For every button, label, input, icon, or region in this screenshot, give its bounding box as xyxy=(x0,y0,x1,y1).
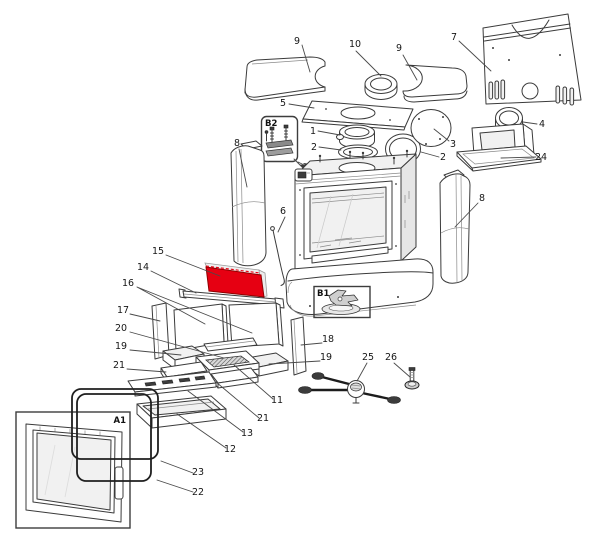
callout-10: 10 xyxy=(349,39,361,50)
part-side-panel-right[interactable] xyxy=(439,169,471,284)
callout-5: 5 xyxy=(280,98,286,109)
callout-9-left: 9 xyxy=(294,36,300,47)
part-door-gasket-inner[interactable] xyxy=(71,388,159,460)
leader-lines xyxy=(126,40,538,493)
callout-21-left: 21 xyxy=(113,360,125,371)
part-top-plate-left[interactable] xyxy=(244,56,326,101)
callout-23: 23 xyxy=(192,467,204,478)
part-firebrick-strip-right[interactable] xyxy=(290,316,307,376)
part-firebox-body[interactable] xyxy=(294,149,417,272)
bracket-icon xyxy=(265,139,294,157)
corner-clip-detail xyxy=(294,168,313,182)
part-grate-shaker[interactable] xyxy=(298,372,401,404)
part-side-panel-left[interactable] xyxy=(230,140,267,267)
detail-box-b2[interactable]: B2 xyxy=(260,115,309,169)
callout-17: 17 xyxy=(117,305,129,316)
callout-labels: 9 10 9 7 5 1 2 3 2 4 24 8 8 6 15 14 16 1… xyxy=(113,32,547,498)
firebox-interior xyxy=(311,192,385,249)
callout-9-right: 9 xyxy=(396,43,402,54)
part-flue-collar[interactable] xyxy=(336,124,375,149)
detail-box-b2-label: B2 xyxy=(265,119,277,129)
callout-18: 18 xyxy=(322,334,334,345)
detail-box-b1[interactable]: B1 xyxy=(313,285,371,319)
callout-16: 16 xyxy=(122,278,134,289)
callout-26: 26 xyxy=(385,352,397,363)
callout-8-left: 8 xyxy=(234,138,240,149)
callout-8-right: 8 xyxy=(479,193,485,204)
part-back-firebrick-highlighted[interactable] xyxy=(204,262,268,298)
part-sealing-ring-front[interactable] xyxy=(338,144,378,160)
callout-1: 1 xyxy=(310,126,316,137)
callout-12: 12 xyxy=(224,444,236,455)
vent-slots xyxy=(488,79,575,106)
top-clamp-screws xyxy=(318,149,409,165)
callout-3: 3 xyxy=(450,139,456,150)
callout-2-rear: 2 xyxy=(440,152,446,163)
door-handle xyxy=(114,466,124,500)
part-rear-heat-shield[interactable] xyxy=(482,13,582,106)
callout-24: 24 xyxy=(535,152,547,163)
screw-icon xyxy=(264,124,289,143)
callout-11: 11 xyxy=(271,395,283,406)
callout-22: 22 xyxy=(192,487,204,498)
callout-2-front: 2 xyxy=(311,142,317,153)
part-convection-box[interactable] xyxy=(456,123,542,172)
callout-4: 4 xyxy=(539,119,545,130)
callout-7: 7 xyxy=(451,32,457,43)
part-baffle-plate[interactable] xyxy=(203,337,258,352)
callout-19-right: 19 xyxy=(320,352,332,363)
callout-14: 14 xyxy=(137,262,149,273)
callout-25: 25 xyxy=(362,352,374,363)
latch-cam-icon xyxy=(321,289,361,315)
callout-21-right: 21 xyxy=(257,413,269,424)
detail-box-b1-label: B1 xyxy=(317,289,329,299)
door-assembly xyxy=(25,423,124,523)
part-side-firebricks[interactable] xyxy=(173,302,284,352)
part-ash-pan[interactable] xyxy=(136,395,227,429)
part-flue-ring[interactable] xyxy=(364,74,398,100)
detail-box-a1-label: A1 xyxy=(114,416,127,426)
part-door-gasket-outer[interactable] xyxy=(76,393,152,482)
part-blanking-plate[interactable] xyxy=(410,109,452,147)
detail-box-a1[interactable]: A1 xyxy=(15,411,131,529)
part-top-plate-right[interactable] xyxy=(402,64,468,103)
part-adjustable-foot[interactable] xyxy=(404,367,420,390)
callout-6: 6 xyxy=(280,206,286,217)
callout-19-left: 19 xyxy=(115,341,127,352)
part-operating-rod[interactable] xyxy=(270,226,285,286)
callout-13: 13 xyxy=(241,428,253,439)
callout-15: 15 xyxy=(152,246,164,257)
callout-20: 20 xyxy=(115,323,127,334)
part-top-cover-plate[interactable] xyxy=(301,100,414,131)
